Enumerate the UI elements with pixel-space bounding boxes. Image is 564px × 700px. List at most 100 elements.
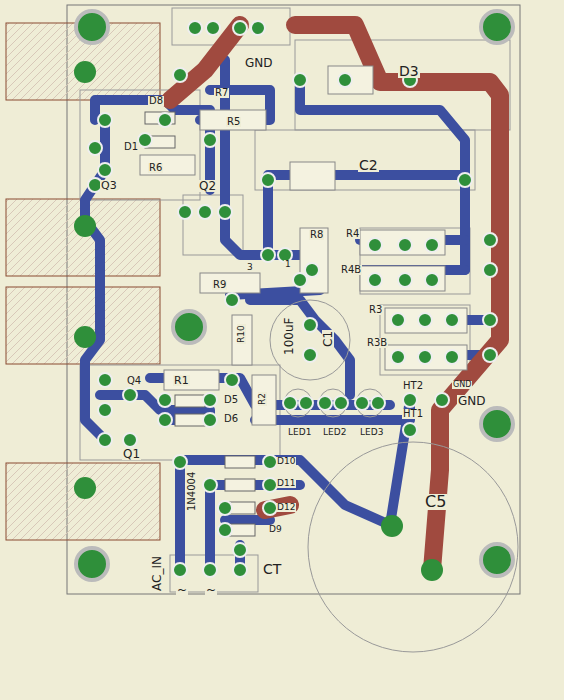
part-label: D5 xyxy=(223,395,239,405)
pad xyxy=(203,413,217,427)
pad xyxy=(368,273,382,287)
part-label: ~ xyxy=(205,584,217,596)
pad xyxy=(483,263,497,277)
pad xyxy=(338,73,352,87)
pad xyxy=(233,563,247,577)
pad xyxy=(425,238,439,252)
resistor-bodies xyxy=(140,66,467,425)
part-label: D11 xyxy=(276,479,296,488)
part-label: 1 xyxy=(284,260,292,269)
part-label: 3 xyxy=(246,263,254,272)
part-label: R10 xyxy=(237,324,246,344)
pad xyxy=(233,21,247,35)
pad xyxy=(398,273,412,287)
part-label: R1 xyxy=(173,375,190,386)
part-label: Q2 xyxy=(198,180,217,192)
pad xyxy=(303,348,317,362)
pad xyxy=(371,396,385,410)
part-label: ~ xyxy=(176,584,188,596)
pad xyxy=(198,205,212,219)
pad xyxy=(98,403,112,417)
part-label: LED3 xyxy=(359,428,384,437)
pad xyxy=(435,393,449,407)
pad xyxy=(218,523,232,537)
part-label: R3B xyxy=(366,338,388,348)
pad xyxy=(355,396,369,410)
part-label: GND xyxy=(244,57,274,69)
pads xyxy=(88,21,497,577)
pad xyxy=(158,113,172,127)
pad xyxy=(218,501,232,515)
part-label: C1 xyxy=(322,330,334,348)
pad xyxy=(225,293,239,307)
pad xyxy=(425,273,439,287)
part-label: Q1 xyxy=(122,448,141,460)
mounting-holes xyxy=(76,11,513,580)
pad xyxy=(418,313,432,327)
pad xyxy=(98,113,112,127)
pad xyxy=(263,501,277,515)
pad xyxy=(458,173,472,187)
pad xyxy=(188,21,202,35)
pad xyxy=(403,423,417,437)
pad xyxy=(173,563,187,577)
pad xyxy=(158,413,172,427)
part-label: GND xyxy=(457,395,487,407)
part-label: D12 xyxy=(276,503,296,512)
pad xyxy=(88,141,102,155)
pad xyxy=(123,433,137,447)
pad xyxy=(318,396,332,410)
part-label: D8 xyxy=(148,96,164,106)
part-label: D3 xyxy=(398,64,420,78)
pad xyxy=(368,238,382,252)
pad xyxy=(283,396,297,410)
pad xyxy=(299,396,313,410)
pad xyxy=(334,396,348,410)
part-label: GND xyxy=(452,381,472,389)
part-label: R4 xyxy=(345,229,360,239)
pad xyxy=(98,163,112,177)
pad xyxy=(203,133,217,147)
part-label: R9 xyxy=(212,280,227,290)
pad xyxy=(173,455,187,469)
part-label: 100uF xyxy=(283,317,295,356)
part-label: D6 xyxy=(223,414,239,424)
pad xyxy=(251,21,265,35)
part-label: LED2 xyxy=(322,428,347,437)
part-label: R3 xyxy=(368,305,383,315)
pad xyxy=(218,205,232,219)
pad xyxy=(445,313,459,327)
part-label: R7 xyxy=(214,88,229,98)
silkscreen xyxy=(80,8,510,592)
pad xyxy=(263,478,277,492)
part-label: D10 xyxy=(276,457,296,466)
part-label: CT xyxy=(262,562,282,576)
pad xyxy=(233,543,247,557)
part-label: AC_IN xyxy=(151,555,163,592)
part-label: Q3 xyxy=(100,180,118,191)
pad xyxy=(98,433,112,447)
pad xyxy=(206,21,220,35)
pad xyxy=(391,350,405,364)
pad xyxy=(263,455,277,469)
pad xyxy=(98,373,112,387)
pad xyxy=(293,273,307,287)
pad xyxy=(203,393,217,407)
pad xyxy=(203,478,217,492)
part-label: D9 xyxy=(268,525,283,534)
pad xyxy=(138,133,152,147)
part-label: R4B xyxy=(340,265,362,275)
pad xyxy=(261,248,275,262)
part-label: LED1 xyxy=(287,428,312,437)
part-label: C2 xyxy=(358,158,379,172)
part-label: R2 xyxy=(258,392,267,406)
pad xyxy=(483,233,497,247)
pad xyxy=(483,313,497,327)
pad xyxy=(173,68,187,82)
pad xyxy=(303,318,317,332)
pad xyxy=(418,350,432,364)
part-label: R6 xyxy=(148,163,163,173)
part-label: HT2 xyxy=(402,381,424,391)
pad xyxy=(305,263,319,277)
